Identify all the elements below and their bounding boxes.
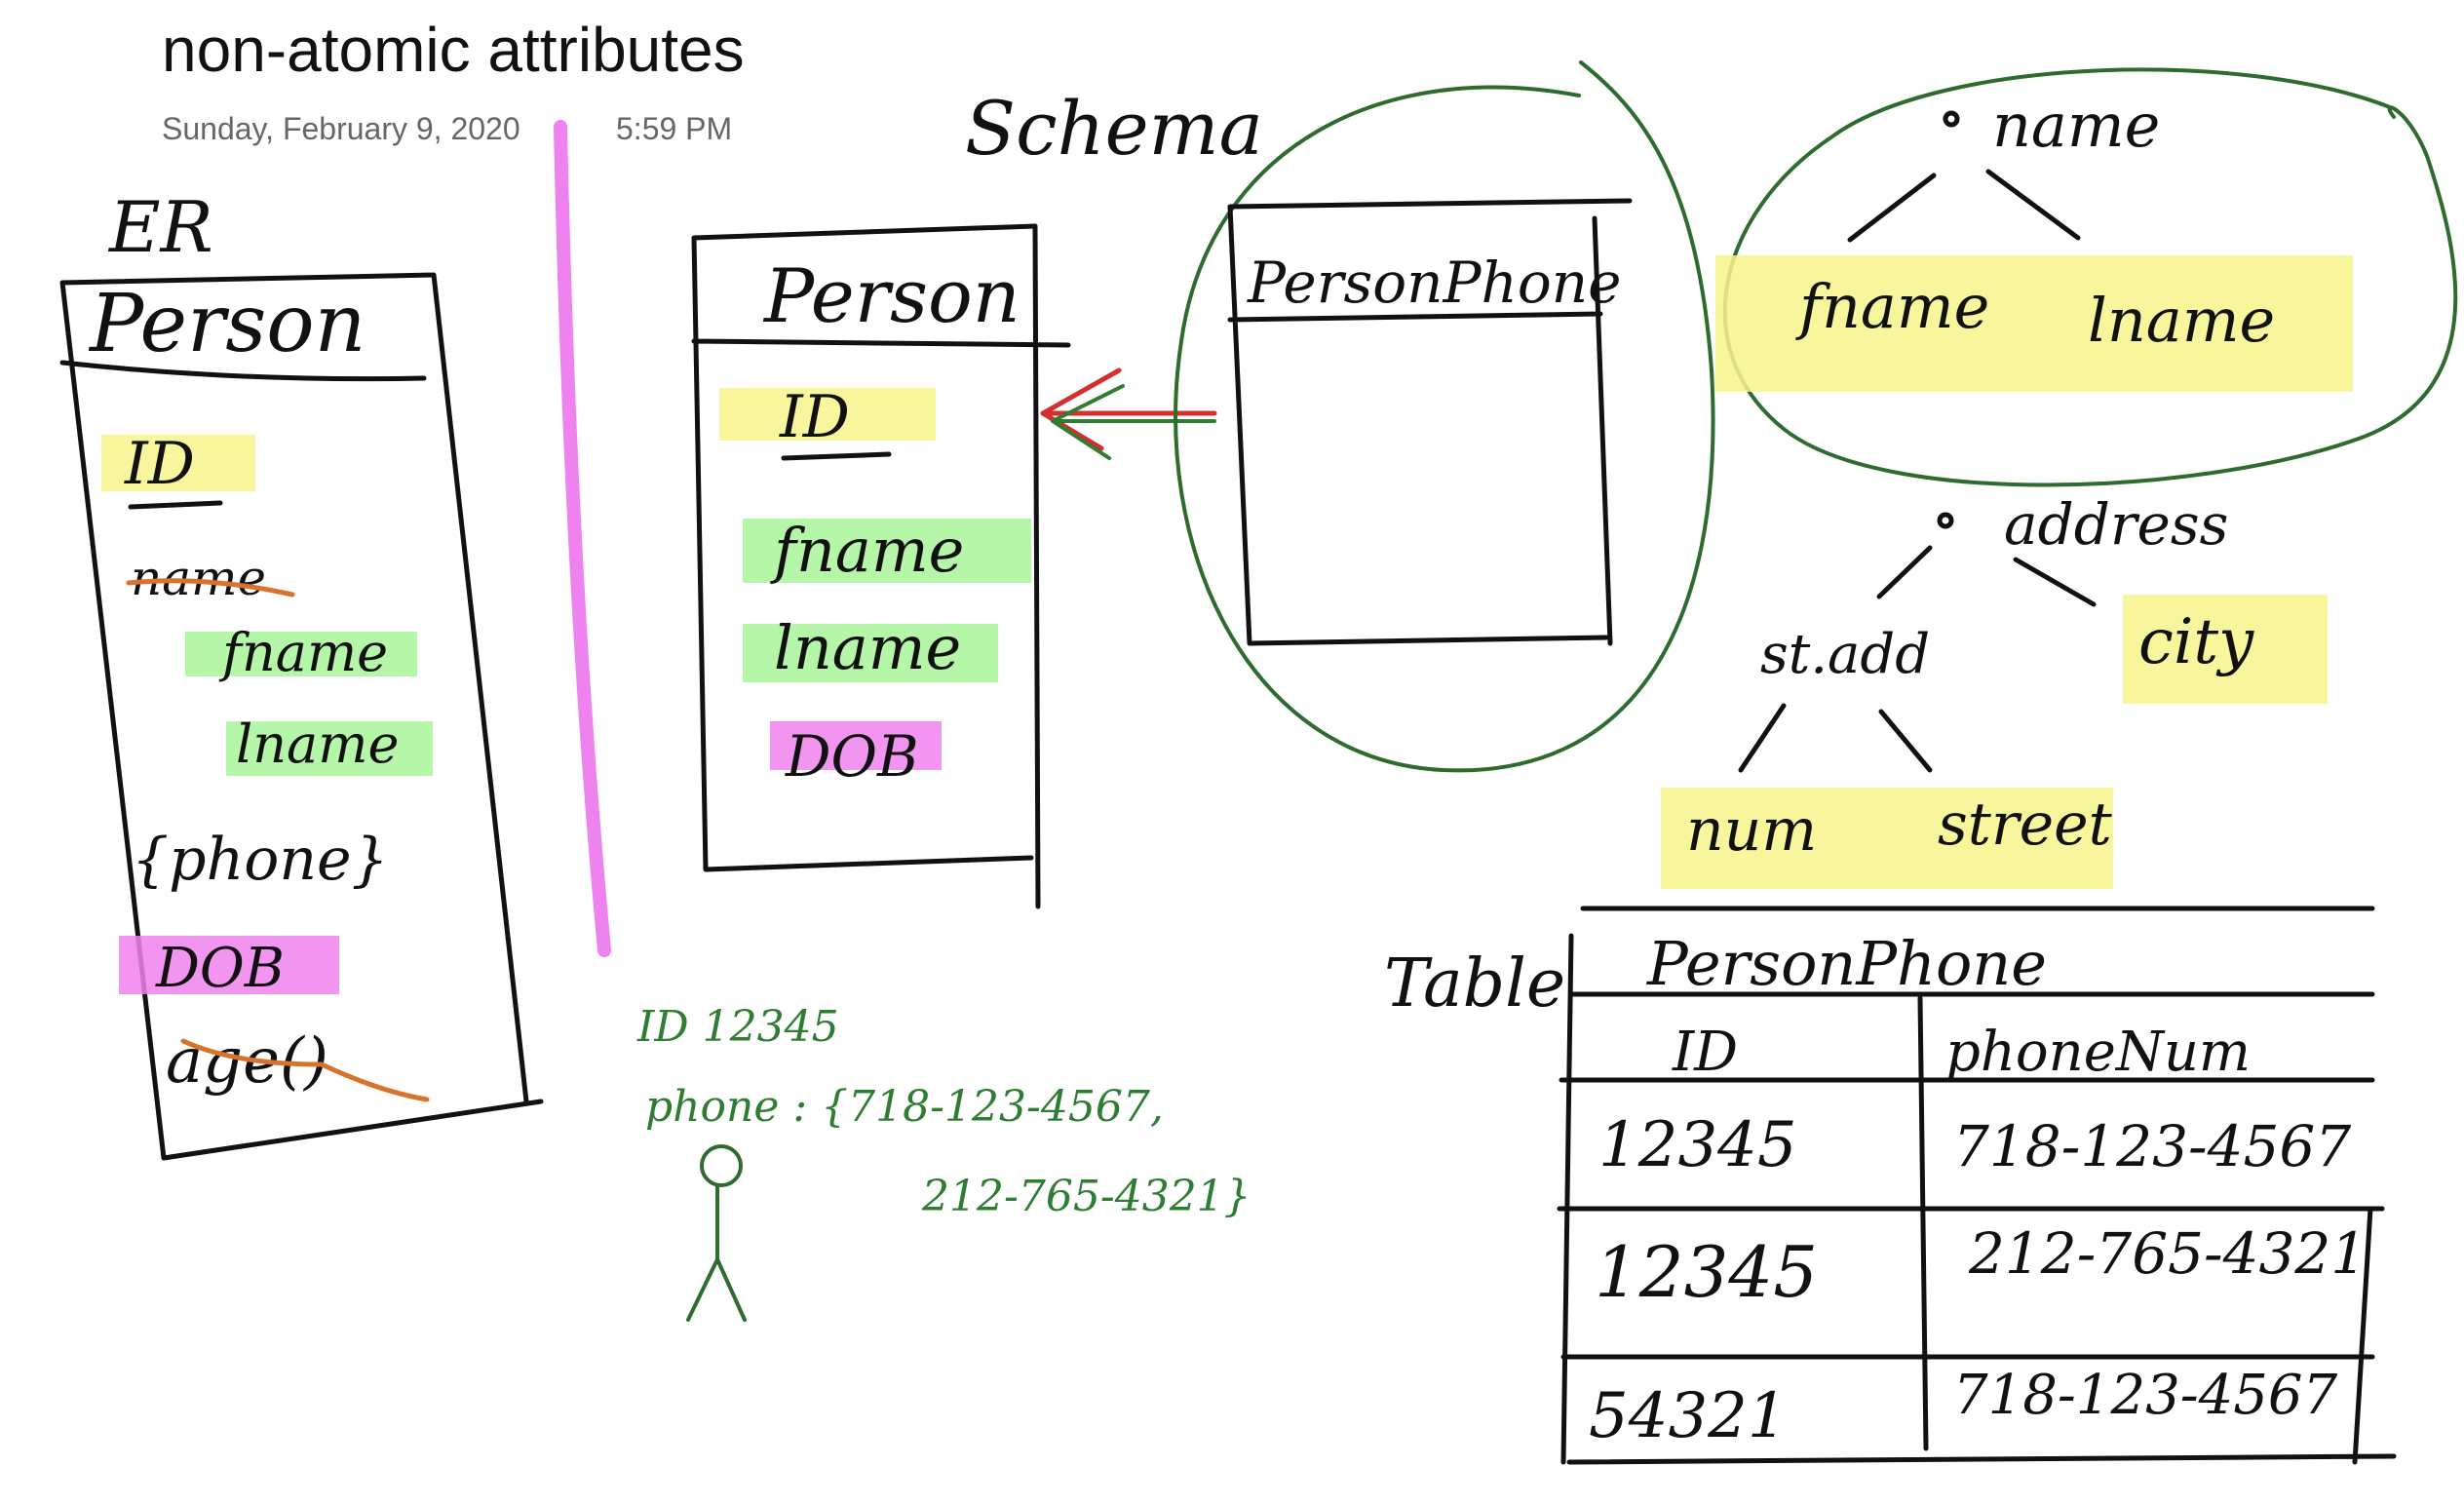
tree-city: city xyxy=(2138,606,2254,678)
stick-figure-icon xyxy=(686,1144,747,1322)
schema-id-highlight xyxy=(719,388,936,441)
schema-person-title: Person xyxy=(762,252,1020,339)
tree-st-add: st.add xyxy=(1760,623,1930,686)
tree-st-add-branches xyxy=(1738,703,1933,773)
tree-address-branches xyxy=(1876,545,2097,607)
er-fname-highlight xyxy=(185,632,417,676)
table-row-2-phone: 212-765-4321 xyxy=(1968,1220,2367,1287)
schema-id-underline xyxy=(781,451,892,461)
schema-attr-lname: lname xyxy=(774,612,961,683)
tree-street: street xyxy=(1938,791,2113,859)
table-row-3-phone: 718-123-4567 xyxy=(1953,1364,2338,1427)
table-row-2-id: 12345 xyxy=(1595,1231,1818,1313)
er-section: ER Person ID name fname lname {phone} DO… xyxy=(59,186,544,1161)
table-col-phonenum: phoneNum xyxy=(1945,1021,2251,1084)
example-id-line: ID 12345 xyxy=(636,1002,839,1052)
table-row-1-phone: 718-123-4567 xyxy=(1953,1113,2351,1179)
er-attr-dob: DOB xyxy=(155,937,285,1000)
tree-num: num xyxy=(1686,796,1817,865)
schema-section: Schema Person ID fname lname DOB PersonP… xyxy=(691,60,1715,909)
tree-section: name fname lname address city st.add num… xyxy=(1661,67,2458,889)
er-entity-title: Person xyxy=(88,278,366,370)
table-row-3-id: 54321 xyxy=(1589,1380,1788,1452)
er-id-highlight xyxy=(101,435,255,491)
tree-green-circle xyxy=(1722,67,2458,487)
note-date: Sunday, February 9, 2020 xyxy=(162,111,520,146)
er-entity-box xyxy=(59,272,544,1161)
er-attr-lname: lname xyxy=(236,714,399,775)
schema-label: Schema xyxy=(965,85,1263,172)
er-label: ER xyxy=(107,186,213,268)
tree-name-root: name xyxy=(1992,90,2160,161)
table-col-id: ID xyxy=(1672,1021,1738,1084)
schema-attr-id: ID xyxy=(779,383,850,451)
divider-line xyxy=(554,120,611,957)
table-section: Table PersonPhone ID phoneNum 12345 718-… xyxy=(1384,906,2397,1465)
tree-lname: lname xyxy=(2088,285,2275,356)
fk-arrow-red xyxy=(1040,367,1217,451)
tree-fname: fname xyxy=(1795,271,1989,342)
tree-name-highlight xyxy=(1715,255,2353,392)
table-outline xyxy=(1557,906,2397,1465)
schema-green-circle xyxy=(1174,60,1715,773)
example-phone-line2: 212-765-4321} xyxy=(921,1172,1251,1221)
example-section: ID 12345 phone : {718-123-4567, 212-765-… xyxy=(636,1002,1251,1322)
er-attr-fname: fname xyxy=(218,622,388,683)
er-lname-highlight xyxy=(226,721,433,776)
table-row-1-id: 12345 xyxy=(1598,1109,1797,1181)
er-attr-name: name xyxy=(131,550,266,606)
er-attr-id: ID xyxy=(124,430,195,498)
tree-address-root: address xyxy=(2004,491,2228,558)
page-title: non-atomic attributes xyxy=(162,15,745,85)
example-phone-line1: phone : {718-123-4567, xyxy=(645,1082,1164,1132)
note-header: non-atomic attributes Sunday, February 9… xyxy=(0,0,877,166)
tree-st-add-highlight xyxy=(1661,788,2113,889)
tree-city-highlight xyxy=(2123,595,2328,704)
schema-person-box xyxy=(691,223,1071,909)
table-label: Table xyxy=(1384,945,1565,1023)
er-id-underline xyxy=(128,500,223,510)
er-name-strike xyxy=(126,578,295,598)
schema-personphone-title: PersonPhone xyxy=(1247,250,1622,316)
tree-name-branches xyxy=(1847,169,2081,243)
schema-fname-highlight xyxy=(743,519,1031,583)
note-time: 5:59 PM xyxy=(616,111,733,146)
schema-dob-highlight xyxy=(770,721,942,770)
schema-lname-highlight xyxy=(743,624,998,682)
table-title: PersonPhone xyxy=(1646,928,2047,999)
er-attr-phone: {phone} xyxy=(132,826,389,894)
er-age-strike xyxy=(180,1038,430,1102)
schema-attr-fname: fname xyxy=(770,515,964,586)
schema-personphone-box xyxy=(1227,198,1633,646)
fk-arrow-green xyxy=(1051,384,1216,460)
schema-attr-dob: DOB xyxy=(785,723,919,790)
er-dob-highlight xyxy=(119,936,339,994)
